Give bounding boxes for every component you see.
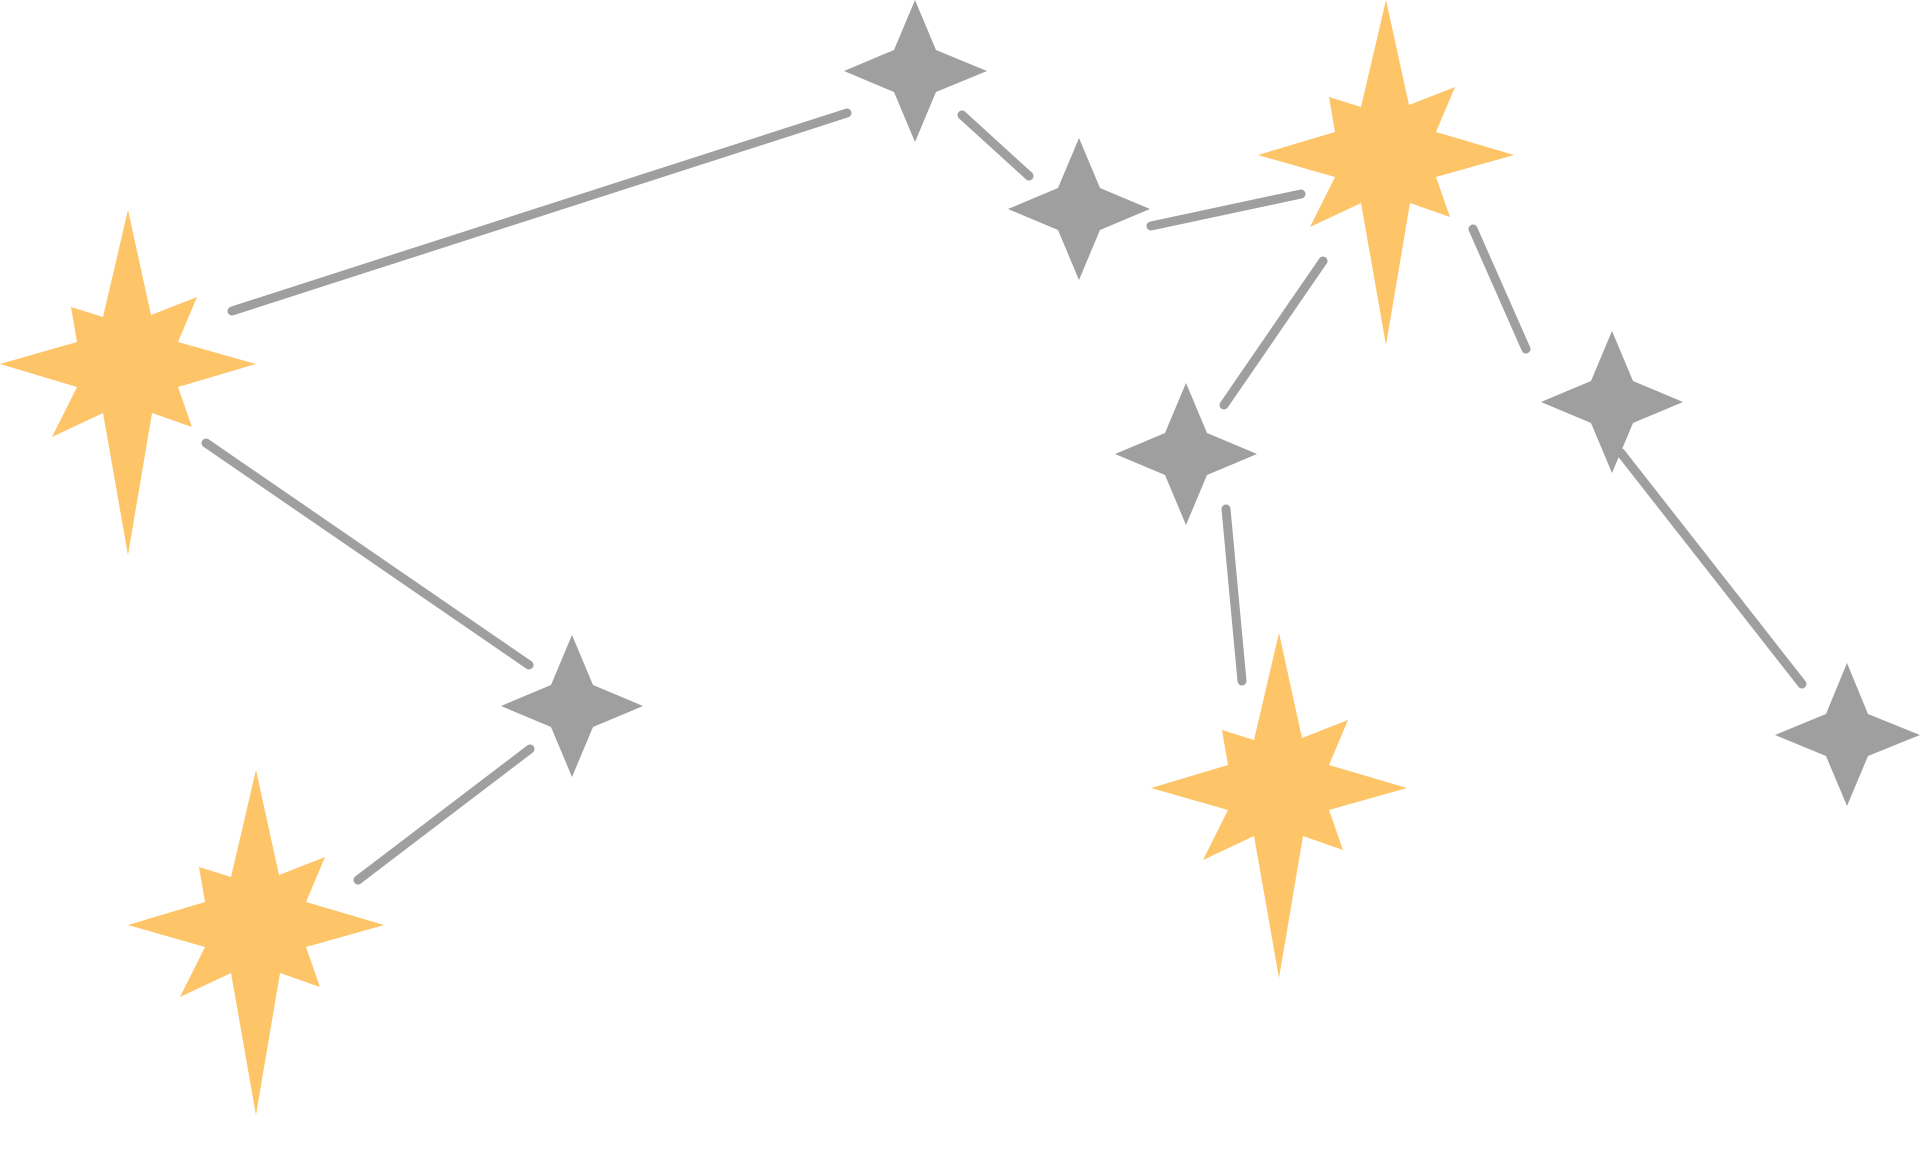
eight-point-star-icon <box>1258 0 1514 345</box>
connector-line <box>353 744 535 885</box>
connector-line <box>1219 256 1328 410</box>
four-point-star-icon <box>844 0 987 142</box>
eight-point-star-icon <box>1151 633 1407 978</box>
four-point-star-icon <box>1775 663 1920 806</box>
faint-stars <box>501 0 1920 806</box>
eight-point-star-icon <box>128 770 384 1115</box>
four-point-star-icon <box>1541 331 1683 473</box>
connector-line <box>1468 224 1531 354</box>
connector-line <box>1146 189 1306 231</box>
four-point-star-icon <box>501 635 643 777</box>
connector-line <box>1616 448 1807 689</box>
connector-line <box>957 110 1034 181</box>
bright-stars <box>0 0 1514 1115</box>
eight-point-star-icon <box>0 210 256 555</box>
connector-lines <box>201 108 1807 885</box>
four-point-star-icon <box>1115 383 1257 525</box>
connector-line <box>1221 504 1247 686</box>
four-point-star-icon <box>1008 138 1150 280</box>
connector-line <box>227 108 852 316</box>
connector-line <box>201 438 534 670</box>
